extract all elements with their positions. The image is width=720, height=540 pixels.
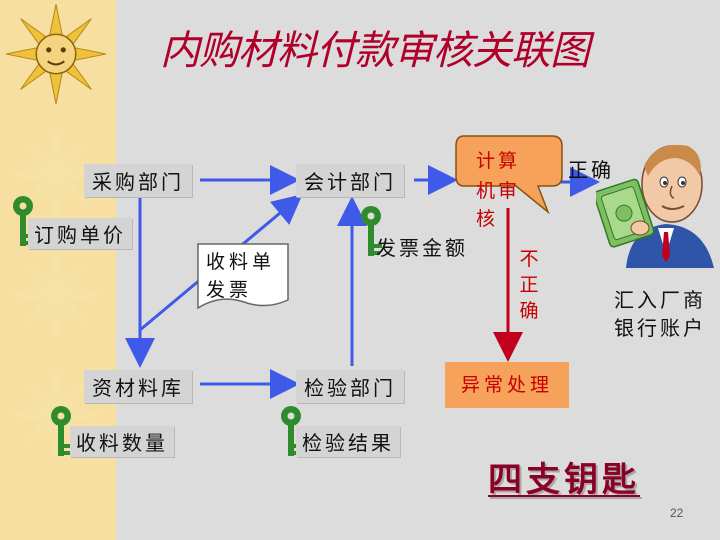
node-exception-handling: 异常处理 bbox=[445, 362, 569, 408]
node-purchasing-dept: 采购部门 bbox=[84, 164, 192, 197]
label-inspection-result: 检验结果 bbox=[296, 426, 400, 457]
label-remit-line1: 汇入厂商 bbox=[614, 284, 706, 313]
label-receipt-invoice-line2: 发票 bbox=[206, 276, 275, 304]
node-computer-audit-line3: 核 bbox=[476, 204, 498, 231]
four-keys-caption: 四支钥匙 bbox=[488, 452, 640, 501]
label-receipt-invoice-line1: 收料单 bbox=[206, 248, 275, 276]
businessman-icon bbox=[596, 132, 720, 268]
label-receipt-invoice: 收料单 发票 bbox=[206, 248, 275, 304]
label-order-price: 订购单价 bbox=[28, 218, 132, 249]
label-received-quantity: 收料数量 bbox=[70, 426, 174, 457]
label-invoice-amount: 发票金额 bbox=[376, 232, 468, 261]
node-inspection-dept: 检验部门 bbox=[296, 370, 404, 403]
label-remit-line2: 银行账户 bbox=[614, 312, 706, 341]
node-materials-warehouse: 资材料库 bbox=[84, 370, 192, 403]
node-accounting-dept: 会计部门 bbox=[296, 164, 404, 197]
node-computer-audit-line2: 机审 bbox=[476, 176, 520, 203]
page-number: 22 bbox=[670, 506, 683, 520]
node-computer-audit-line1: 计算 bbox=[476, 146, 520, 173]
label-incorrect: 不正确 bbox=[518, 246, 540, 324]
